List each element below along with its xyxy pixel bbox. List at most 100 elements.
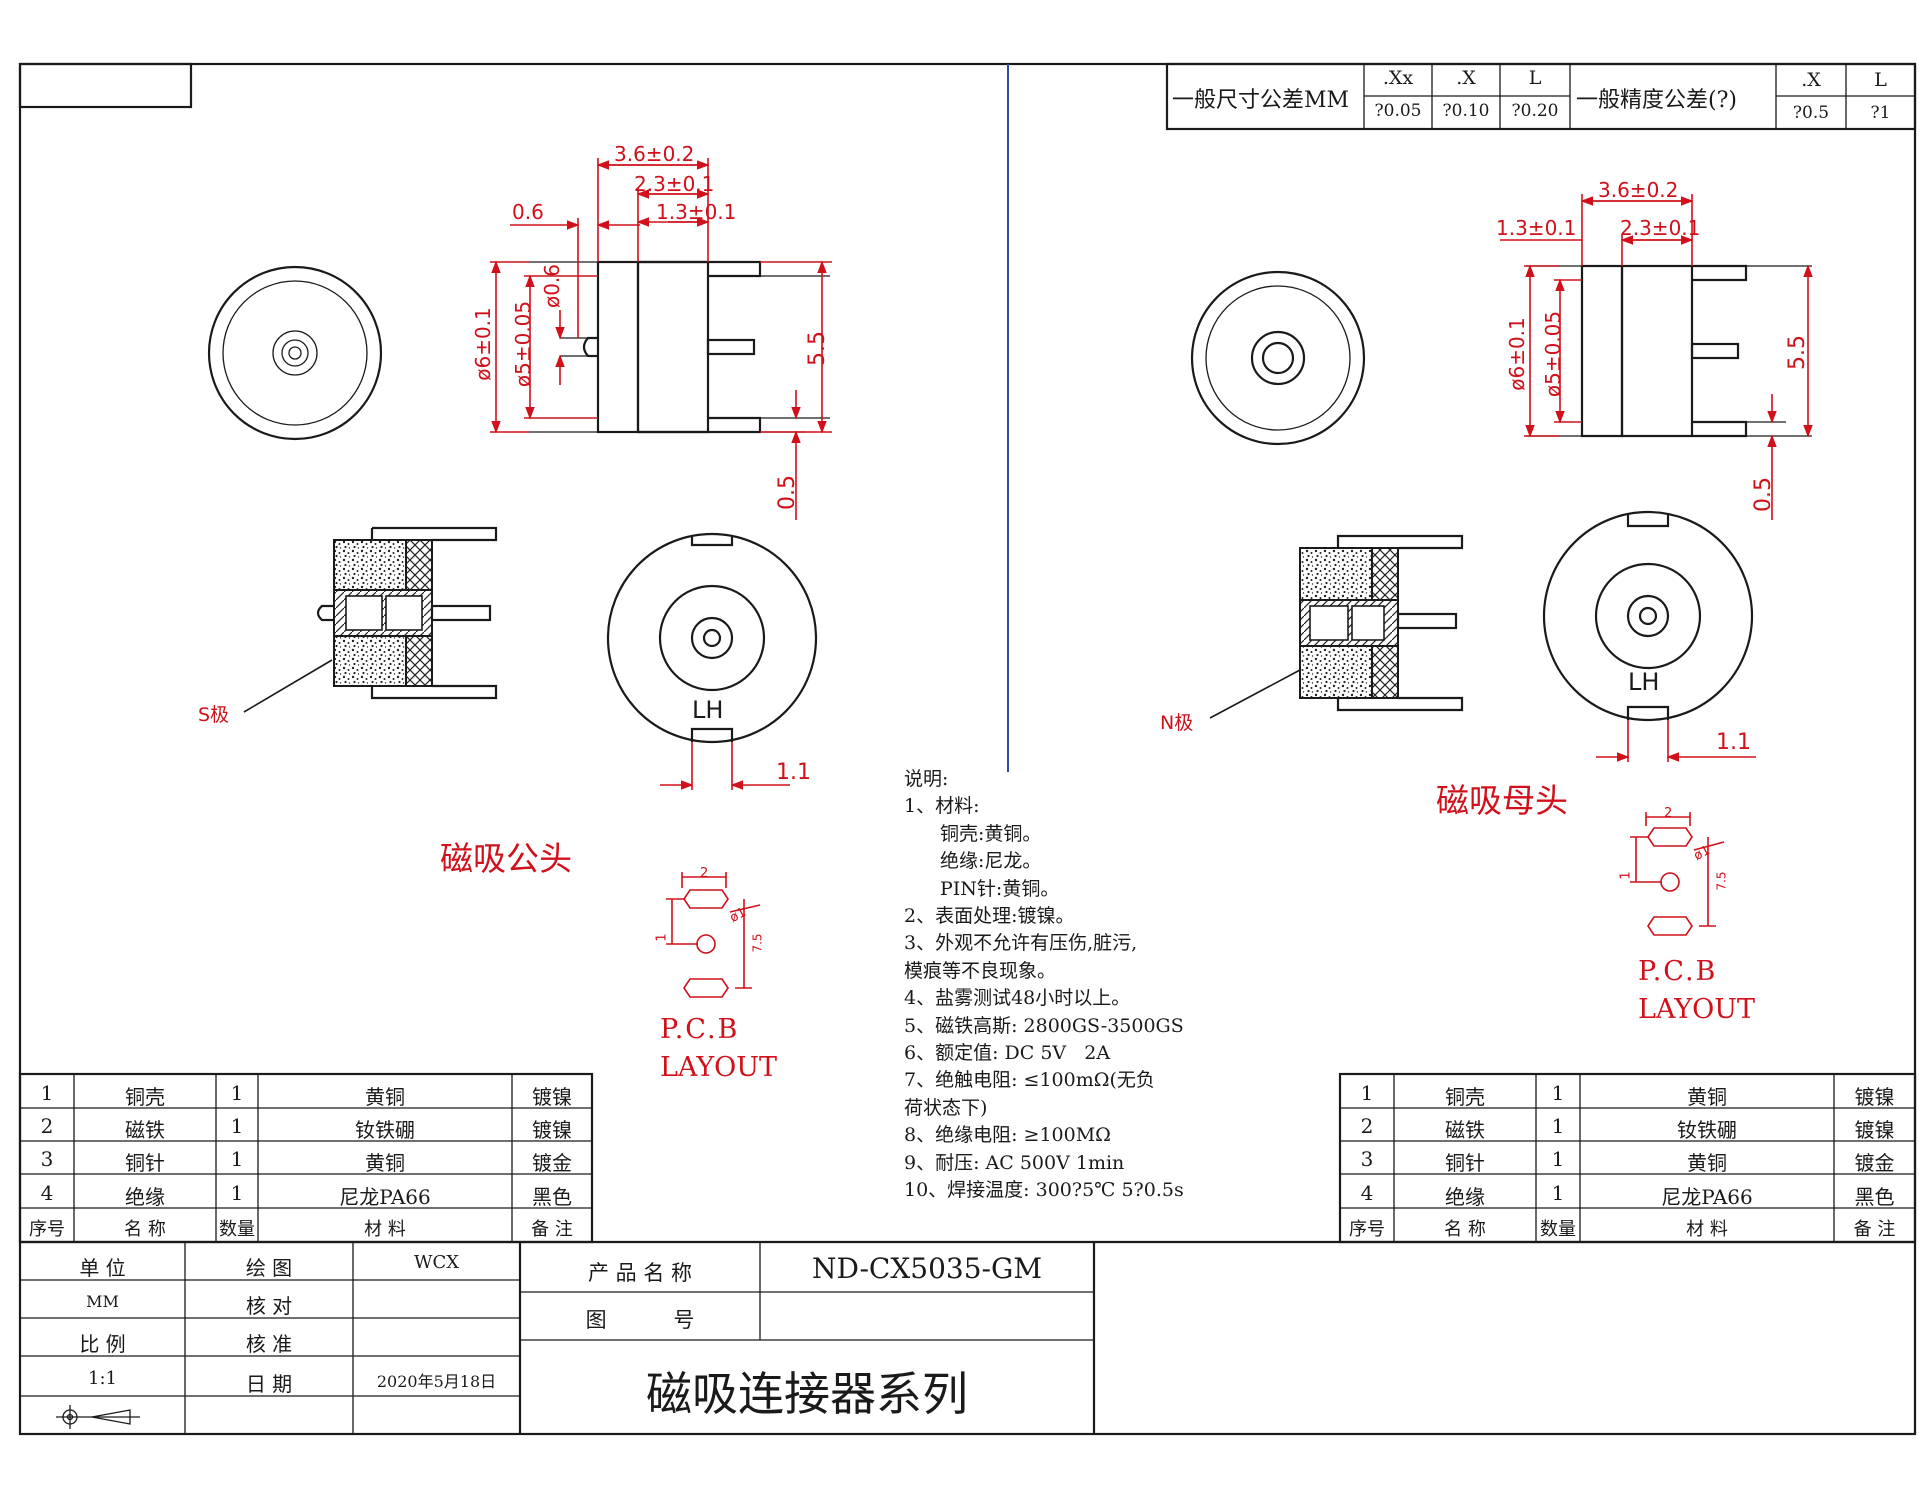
bom-r-r3-remark: 镀金 (1854, 1151, 1895, 1175)
bom-r-r1-material: 黄铜 (1687, 1085, 1727, 1109)
bom-r-r1-no: 1 (1360, 1081, 1374, 1105)
approve-label: 核 准 (245, 1332, 293, 1356)
male-dim-phi5: ø5±0.05 (511, 300, 536, 388)
female-rear-view (1542, 510, 1756, 762)
note-1: 1、材料: (904, 795, 980, 818)
bom-l-h-qty: 数量 (219, 1219, 255, 1240)
unit-value: MM (86, 1292, 119, 1311)
male-dim-1-3: 1.3±0.1 (656, 200, 737, 224)
date-label: 日 期 (245, 1372, 293, 1396)
female-pole-label: N极 (1160, 712, 1194, 734)
note-3b: 模痕等不良现象。 (904, 959, 1057, 982)
projection-symbol (56, 1405, 140, 1429)
bom-r-h-remark: 备 注 (1853, 1219, 1896, 1240)
female-pcb-l: 7.5 (1714, 871, 1729, 891)
technical-notes: 说明: 1、材料: 铜壳:黄铜。 绝缘:尼龙。 PIN针:黄铜。 2、表面处理:… (904, 766, 1184, 1205)
male-dim-2-3: 2.3±0.1 (634, 172, 715, 196)
male-pole-label: S极 (198, 704, 230, 726)
bom-r-r2-qty: 1 (1551, 1114, 1565, 1138)
female-pcb-layout (1630, 812, 1725, 936)
male-pcb-line1: P.C.B (660, 1014, 740, 1045)
male-pcb-l: 7.5 (750, 933, 765, 953)
note-2: 2、表面处理:镀镍。 (904, 905, 1075, 928)
drawn-value: WCX (413, 1252, 460, 1273)
bom-l-r1-remark: 镀镍 (532, 1085, 572, 1109)
tol-col-x: .X (1456, 67, 1476, 89)
bom-r-r4-name: 绝缘 (1445, 1185, 1485, 1209)
bom-l-r3-remark: 镀金 (532, 1151, 572, 1175)
bom-l-h-remark: 备 注 (531, 1219, 573, 1240)
female-dim-phi5: ø5±0.05 (1541, 310, 1566, 398)
note-4: 4、盐雾测试48小时以上。 (904, 987, 1131, 1010)
note-8: 8、绝缘电阻: ≥100MΩ (904, 1124, 1111, 1147)
bom-r-r1-qty: 1 (1551, 1081, 1565, 1105)
bom-r-r2-name: 磁铁 (1445, 1118, 1485, 1142)
male-title: 磁吸公头 (440, 839, 572, 878)
male-lh-mark: LH (692, 696, 724, 724)
female-pcb-w: 2 (1664, 806, 1673, 821)
bom-l-r1-no: 1 (40, 1081, 54, 1105)
drawn-label: 绘 图 (245, 1256, 293, 1280)
female-pcb-s: 1 (1618, 871, 1634, 880)
male-dim-0-6: 0.6 (512, 200, 544, 224)
bom-r-r1-remark: 镀镍 (1854, 1085, 1895, 1109)
bom-r-r2-material: 钕铁硼 (1677, 1118, 1737, 1142)
note-7: 7、绝触电阻: ≤100mΩ(无负 (904, 1069, 1155, 1092)
bom-l-r3-name: 铜针 (125, 1151, 165, 1175)
title-block-grid (20, 1240, 1915, 1434)
bom-r-r2-remark: 镀镍 (1854, 1118, 1895, 1142)
bom-r-r4-no: 4 (1360, 1181, 1374, 1205)
note-1b: 绝缘:尼龙。 (940, 850, 1042, 873)
bom-r-r4-material: 尼龙PA66 (1661, 1185, 1753, 1209)
male-dim-phi6: ø6±0.1 (470, 307, 495, 381)
female-dim-phi6: ø6±0.1 (1504, 317, 1529, 391)
tolerance-table (1165, 62, 1917, 131)
bom-l-r1-name: 铜壳 (125, 1085, 165, 1109)
bom-r-h-material: 材 料 (1686, 1219, 1728, 1240)
female-dim-5-5: 5.5 (1785, 335, 1810, 370)
bom-l-r2-qty: 1 (230, 1114, 244, 1138)
female-dim-1-3: 1.3±0.1 (1496, 216, 1577, 240)
bom-l-r4-name: 绝缘 (125, 1185, 165, 1209)
date-value: 2020年5月18日 (376, 1372, 497, 1391)
bom-r-r2-no: 2 (1360, 1114, 1374, 1138)
bom-l-r3-qty: 1 (230, 1147, 244, 1171)
general-dim-tolerance-label: 一般尺寸公差MM (1172, 88, 1350, 113)
male-pcb-line2: LAYOUT (660, 1052, 778, 1083)
male-front-view (207, 265, 383, 441)
female-front-view (1190, 270, 1366, 446)
bom-l-h-material: 材 料 (364, 1219, 406, 1240)
male-pcb-s: 1 (654, 933, 670, 942)
frame (18, 62, 1917, 1436)
bom-r-r1-name: 铜壳 (1445, 1085, 1485, 1109)
bom-l-r3-no: 3 (40, 1147, 54, 1171)
male-dim-3-6: 3.6±0.2 (614, 142, 695, 166)
note-6: 6、额定值: DC 5V 2A (904, 1042, 1111, 1065)
male-dim-0-5: 0.5 (775, 475, 800, 510)
unit-label: 单 位 (79, 1256, 126, 1280)
male-side-view (530, 260, 830, 434)
male-dim-5-5: 5.5 (805, 331, 830, 366)
tol-val-x: ?0.10 (1442, 101, 1490, 121)
bom-l-h-name: 名 称 (124, 1219, 166, 1240)
female-dim-0-5: 0.5 (1751, 477, 1776, 512)
bom-r-r3-qty: 1 (1551, 1147, 1565, 1171)
note-3: 3、外观不允许有压伤,脏污, (904, 932, 1138, 955)
note-1c: PIN针:黄铜。 (940, 877, 1060, 900)
bom-r-r3-name: 铜针 (1445, 1151, 1485, 1175)
bom-l-r1-qty: 1 (230, 1081, 244, 1105)
notes-heading: 说明: (904, 768, 949, 790)
bom-r-r4-remark: 黑色 (1854, 1185, 1895, 1209)
bom-r-r4-qty: 1 (1551, 1181, 1565, 1205)
female-lh-mark: LH (1628, 668, 1660, 696)
note-7b: 荷状态下) (904, 1096, 988, 1119)
female-pcb-line2: LAYOUT (1638, 994, 1756, 1025)
bom-l-r1-material: 黄铜 (365, 1085, 405, 1109)
male-dim-phi0-6: ø0.6 (540, 263, 565, 309)
bom-r-h-name: 名 称 (1444, 1219, 1486, 1240)
prec-val-x: ?0.5 (1792, 103, 1830, 123)
bom-l-r3-material: 黄铜 (365, 1151, 405, 1175)
prec-col-l: L (1874, 69, 1887, 91)
series-title: 磁吸连接器系列 (646, 1367, 968, 1421)
product-name-label: 产 品 名 称 (587, 1261, 693, 1285)
